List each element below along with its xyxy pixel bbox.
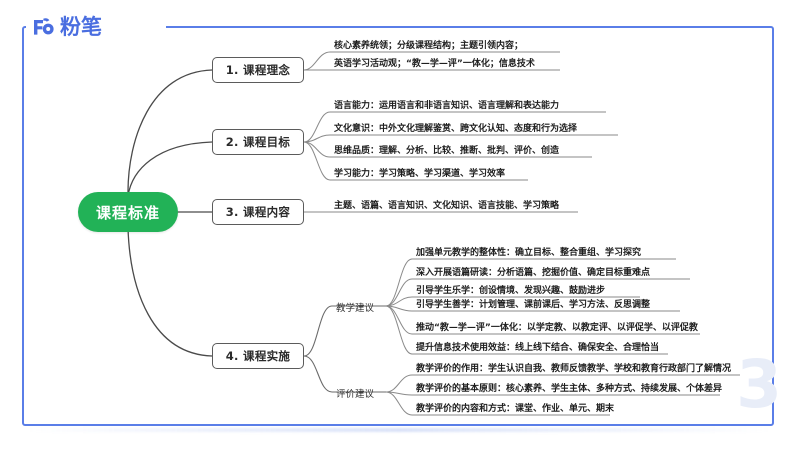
leaf-text: 语言能力：运用语言和非语言知识、语言理解和表达能力: [334, 101, 560, 111]
fb-logo-icon: [30, 14, 56, 40]
leaf-text: 主题、语篇、语言知识、文化知识、语言技能、学习策略: [334, 201, 560, 211]
leaf-text: 加强单元教学的整体性：确立目标、整合重组、学习探究: [416, 248, 642, 258]
leaf-text: 引导学生乐学：创设情境、发现兴趣、鼓励进步: [416, 286, 606, 296]
leaf-text: 英语学习活动观；“教—学—评”一体化；信息技术: [334, 59, 535, 69]
leaf-text: 提升信息技术使用效益：线上线下结合、确保安全、合理恰当: [416, 343, 660, 353]
branch-node-course-implementation[interactable]: 4. 课程实施: [212, 343, 304, 369]
leaf-text: 思维品质：理解、分析、比较、推断、批判、评价、创造: [334, 146, 560, 156]
leaf-text: 深入开展语篇研读：分析语篇、挖掘价值、确定目标重难点: [416, 268, 651, 278]
brand-logo: 粉笔: [30, 10, 102, 44]
group-label-evaluation-advice[interactable]: 评价建议: [336, 389, 375, 400]
branch-node-course-objectives[interactable]: 2. 课程目标: [212, 129, 304, 155]
root-node[interactable]: 课程标准: [78, 192, 178, 232]
brand-name: 粉笔: [60, 15, 102, 39]
leaf-text: 核心素养统领；分级课程结构；主题引领内容；: [334, 41, 524, 51]
leaf-text: 引导学生善学：计划管理、课前课后、学习方法、反思调整: [416, 300, 651, 310]
leaf-text: 教学评价的基本原则：核心素养、学生主体、多种方式、持续发展、个体差异: [416, 384, 723, 394]
leaf-text: 教学评价的内容和方式：课堂、作业、单元、期末: [416, 404, 615, 414]
leaf-text: 教学评价的作用：学生认识自我、教师反馈教学、学校和教育行政部门了解情况: [416, 364, 732, 374]
branch-node-course-content[interactable]: 3. 课程内容: [212, 199, 304, 225]
watermark: 3: [736, 346, 782, 423]
leaf-text: 文化意识：中外文化理解鉴赏、跨文化认知、态度和行为选择: [334, 124, 578, 134]
leaf-text: 推动“教—学—评”一体化：以学定教、以教定评、以评促学、以评促教: [416, 323, 698, 333]
branch-node-course-concept[interactable]: 1. 课程理念: [212, 57, 304, 83]
frame-bottom-shadow: [28, 428, 770, 432]
group-label-teaching-advice[interactable]: 教学建议: [336, 303, 375, 314]
leaf-text: 学习能力：学习策略、学习渠道、学习效率: [334, 169, 506, 179]
